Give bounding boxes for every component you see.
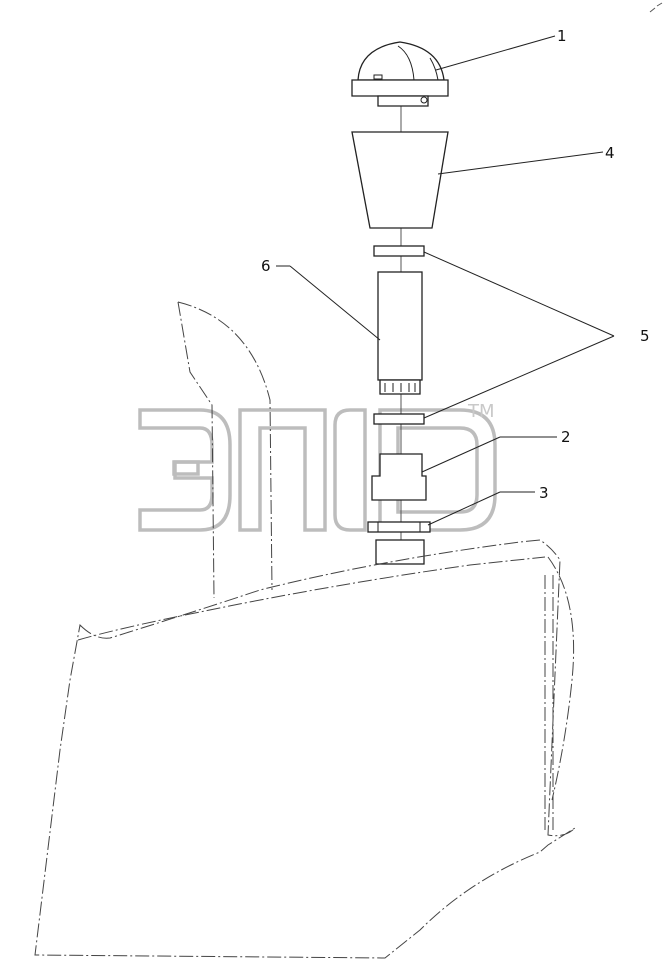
watermark-logo: TM: [138, 401, 497, 532]
leader-lines: [276, 35, 615, 526]
callout-1: 1: [557, 27, 567, 45]
callout-2: 2: [561, 428, 571, 446]
part-2-adapter: [371, 453, 427, 501]
part-5-upper-ring: [373, 245, 425, 257]
callout-5: 5: [640, 327, 650, 345]
callout-3: 3: [539, 484, 549, 502]
corner-mark: [649, 2, 663, 13]
callout-4: 4: [605, 144, 615, 162]
trademark-mark: TM: [467, 401, 495, 422]
part-3-clamp: [367, 521, 431, 533]
hood-outline: [34, 301, 576, 959]
part-5-lower-ring: [373, 413, 425, 425]
part-1-cap: [351, 41, 449, 107]
part-4-cone: [351, 131, 449, 229]
callout-6: 6: [261, 257, 271, 275]
part-6-tube: [377, 271, 423, 395]
